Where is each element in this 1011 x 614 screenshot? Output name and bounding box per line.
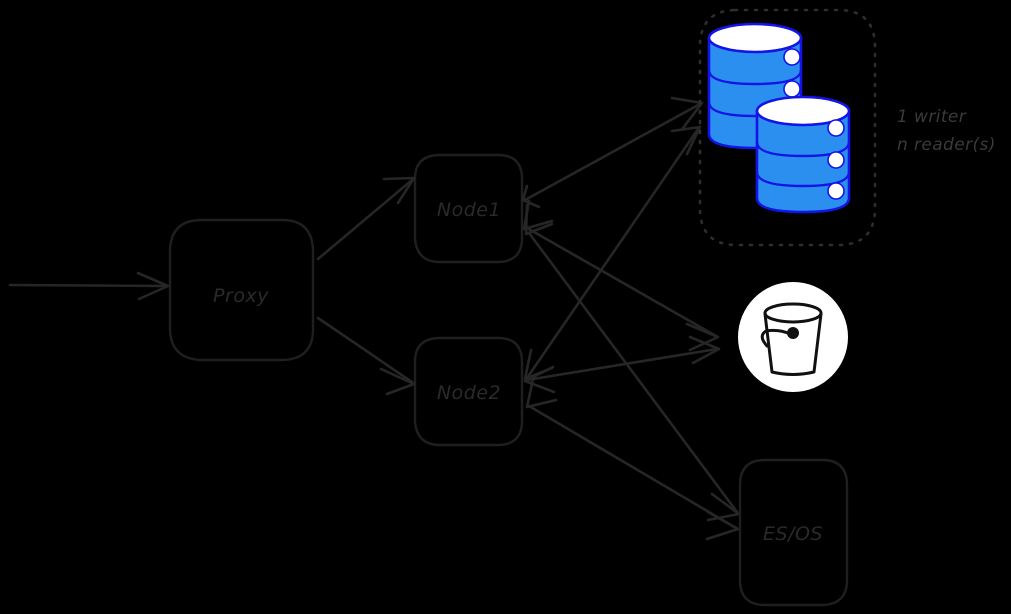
reader-db-indicator-2 [827,151,845,169]
inbound-arrow [8,271,170,301]
edge-node2-esos [525,377,740,541]
edge-node1-database [521,96,704,209]
writer-db-indicator-2 [783,80,801,98]
bucket-icon [760,302,823,376]
annotation-line-1: 1 writer [897,107,967,127]
proxy-node[interactable]: Proxy [168,218,315,362]
edge-node2-bucket [523,335,721,394]
node1-node[interactable]: Node1 [413,153,524,264]
node2-node[interactable]: Node2 [413,336,524,447]
writer-db-indicator-1 [783,48,801,66]
proxy-label: Proxy [213,285,269,307]
reader-db-indicator-3 [827,182,845,200]
reader-database-cylinder[interactable] [755,95,851,214]
esos-node[interactable]: ES/OS [738,458,849,607]
esos-label: ES/OS [763,523,823,545]
object-storage-bucket[interactable] [738,282,848,392]
database-group-border [698,8,877,247]
edge-proxy-to-node1 [316,176,416,261]
reader-db-indicator-1 [827,119,845,137]
node1-label: Node1 [437,199,501,221]
edge-node2-database [523,125,702,381]
node2-label: Node2 [437,382,501,404]
annotation-line-2: n reader(s) [897,135,996,155]
database-annotation: 1 writer n reader(s) [897,107,996,155]
edge-proxy-to-node2 [316,316,416,396]
